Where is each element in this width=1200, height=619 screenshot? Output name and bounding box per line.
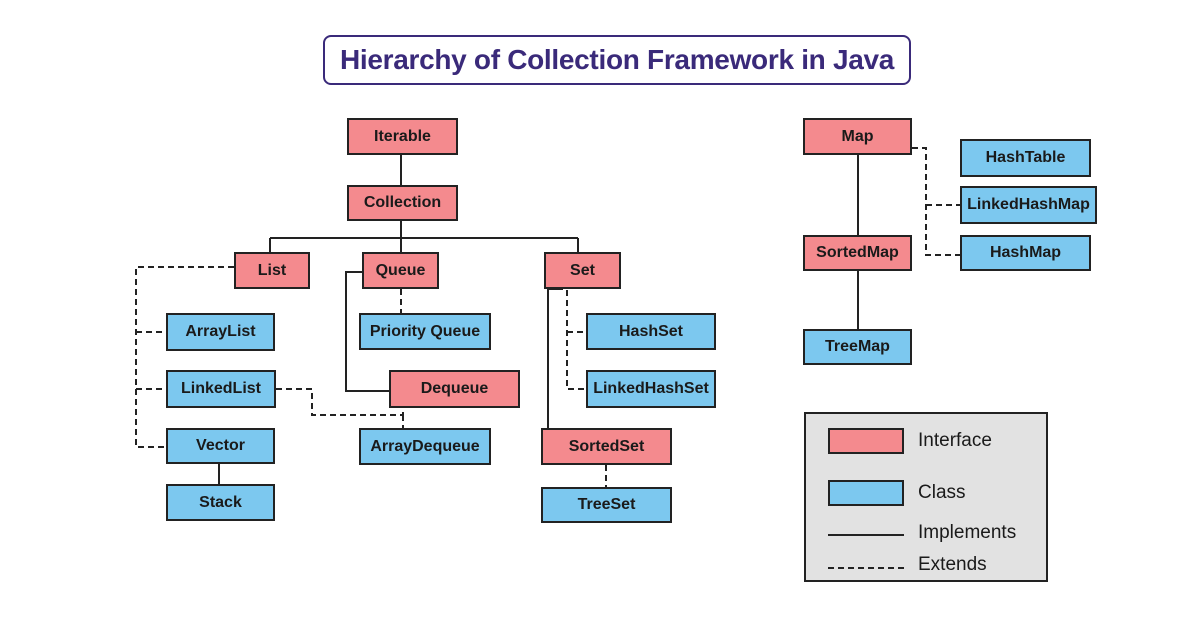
legend-implements-line: [828, 534, 904, 536]
legend-extends-label: Extends: [918, 554, 987, 575]
edge-set-sortedset: [547, 288, 563, 428]
node-hashset: HashSet: [586, 313, 716, 350]
legend-class-swatch: [828, 480, 904, 506]
node-queue: Queue: [362, 252, 439, 289]
legend-interface-label: Interface: [918, 430, 992, 451]
node-sortedset: SortedSet: [541, 428, 672, 465]
node-stack: Stack: [166, 484, 275, 521]
node-arraydequeue: ArrayDequeue: [359, 428, 491, 465]
edge-collection-branch: [269, 221, 579, 252]
node-linkedlist: LinkedList: [166, 370, 276, 408]
node-arraylist: ArrayList: [166, 313, 275, 351]
edge-list-classes: [135, 266, 234, 448]
node-map: Map: [803, 118, 912, 155]
node-dequeue: Dequeue: [389, 370, 520, 408]
diagram-title: Hierarchy of Collection Framework in Jav…: [323, 35, 911, 85]
node-collection: Collection: [347, 185, 458, 221]
legend: Interface Class Implements Extends: [804, 412, 1048, 582]
legend-interface-swatch: [828, 428, 904, 454]
edge-set-hashsets: [566, 290, 586, 390]
node-hashmap: HashMap: [960, 235, 1091, 271]
diagram-title-text: Hierarchy of Collection Framework in Jav…: [339, 44, 895, 75]
node-linkedhashmap: LinkedHashMap: [960, 186, 1097, 224]
node-set: Set: [544, 252, 621, 289]
legend-class-label: Class: [918, 482, 966, 503]
node-treeset: TreeSet: [541, 487, 672, 523]
edge-dequeue-linkedlist: [276, 388, 404, 416]
node-sortedmap: SortedMap: [803, 235, 912, 271]
node-priority-queue: Priority Queue: [359, 313, 491, 350]
node-vector: Vector: [166, 428, 275, 464]
edge-queue-dequeue: [345, 271, 389, 392]
edge-map-hashclasses: [912, 147, 960, 256]
node-list: List: [234, 252, 310, 289]
node-linkedhashset: LinkedHashSet: [586, 370, 716, 408]
node-treemap: TreeMap: [803, 329, 912, 365]
node-hashtable: HashTable: [960, 139, 1091, 177]
legend-implements-label: Implements: [918, 522, 1017, 543]
legend-extends-line: [828, 567, 904, 569]
node-iterable: Iterable: [347, 118, 458, 155]
